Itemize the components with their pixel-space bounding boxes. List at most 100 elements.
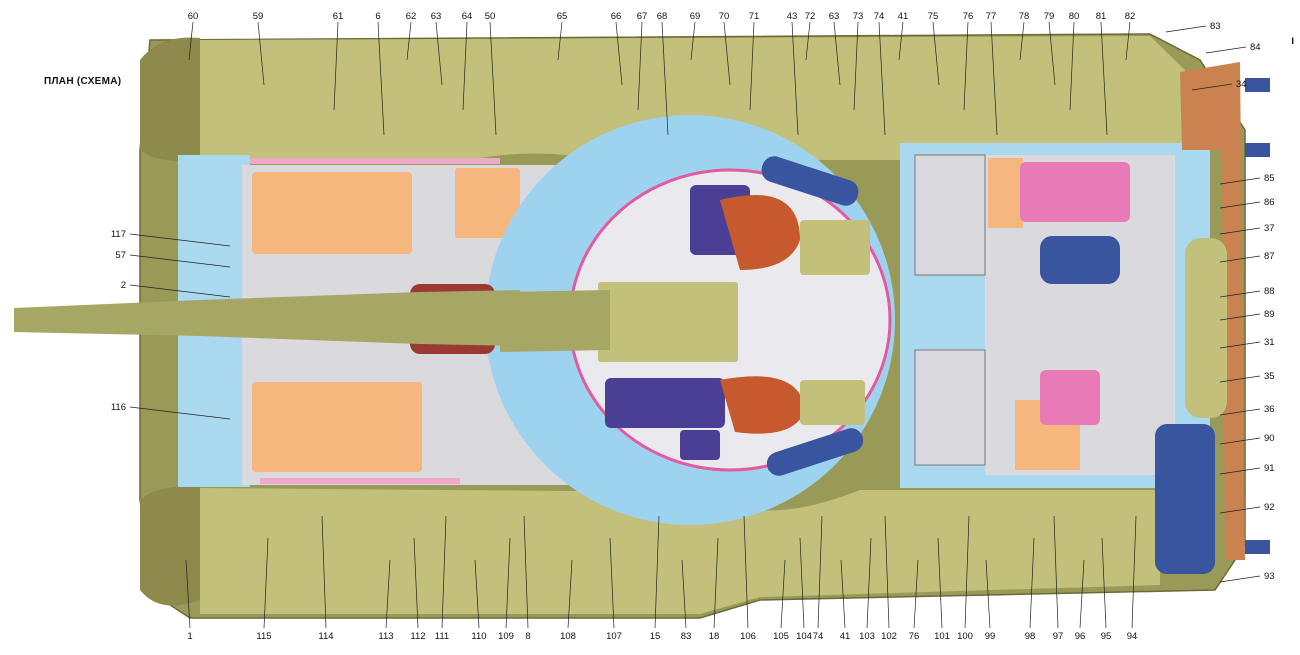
leader-line-top-24 bbox=[1019, 21, 1025, 61]
callout-top-63: 63 bbox=[829, 11, 840, 22]
callout-top-76: 76 bbox=[963, 11, 974, 22]
callout-bottom-74: 74 bbox=[813, 631, 824, 642]
leader-line-bottom-17 bbox=[817, 515, 823, 629]
leader-line-bottom-15 bbox=[780, 559, 786, 629]
callout-bottom-97: 97 bbox=[1053, 631, 1064, 642]
leader-line-top-25 bbox=[1048, 21, 1056, 86]
callout-left-117: 117 bbox=[111, 229, 126, 240]
callout-bottom-18: 18 bbox=[709, 631, 720, 642]
callout-bottom-76: 76 bbox=[909, 631, 920, 642]
callout-bottom-107: 107 bbox=[606, 631, 622, 642]
leader-line-top-0 bbox=[188, 21, 194, 61]
leader-line-right-13 bbox=[1219, 467, 1261, 475]
leader-line-bottom-21 bbox=[913, 559, 919, 629]
callout-bottom-115: 115 bbox=[256, 631, 271, 642]
leader-line-bottom-22 bbox=[937, 537, 943, 629]
leader-line-top-15 bbox=[791, 21, 799, 136]
callout-top-69: 69 bbox=[690, 11, 701, 22]
callout-bottom-100: 100 bbox=[957, 631, 973, 642]
pink-strip-upper bbox=[250, 158, 500, 164]
leader-line-top-11 bbox=[661, 21, 669, 136]
air-filter-block-lower bbox=[914, 349, 986, 466]
leader-line-bottom-18 bbox=[840, 559, 846, 629]
lower-sponson bbox=[200, 488, 1160, 614]
pink-strip-lower bbox=[260, 478, 460, 484]
callout-right-87: 87 bbox=[1264, 251, 1275, 262]
callout-bottom-83: 83 bbox=[681, 631, 692, 642]
leader-line-top-22 bbox=[963, 21, 969, 111]
callout-right-83: 83 bbox=[1210, 21, 1221, 32]
callout-bottom-105: 105 bbox=[773, 631, 789, 642]
callout-top-77: 77 bbox=[986, 11, 997, 22]
leader-line-right-12 bbox=[1219, 437, 1261, 445]
gun-breech-block bbox=[598, 282, 738, 362]
callout-right-92: 92 bbox=[1264, 502, 1275, 513]
callout-right-37: 37 bbox=[1264, 223, 1275, 234]
rear-fuel-drum bbox=[1180, 62, 1245, 560]
leader-line-top-7 bbox=[489, 21, 497, 136]
leader-line-bottom-1 bbox=[263, 537, 269, 629]
callout-top-43: 43 bbox=[787, 11, 798, 22]
callout-top-66: 66 bbox=[611, 11, 622, 22]
callout-right-88: 88 bbox=[1264, 286, 1275, 297]
air-filter-block-upper bbox=[914, 154, 986, 276]
leader-line-bottom-8 bbox=[523, 515, 529, 629]
callout-left-116: 116 bbox=[111, 402, 126, 413]
callout-top-72: 72 bbox=[805, 11, 816, 22]
callout-bottom-96: 96 bbox=[1075, 631, 1086, 642]
leader-line-bottom-14 bbox=[743, 515, 749, 629]
leader-line-left-2 bbox=[129, 284, 231, 298]
callout-bottom-98: 98 bbox=[1025, 631, 1036, 642]
leader-line-top-9 bbox=[615, 21, 623, 86]
callout-bottom-15: 15 bbox=[650, 631, 661, 642]
callout-top-65: 65 bbox=[557, 11, 568, 22]
leader-line-right-9 bbox=[1219, 341, 1261, 349]
callout-bottom-106: 106 bbox=[740, 631, 756, 642]
leader-line-right-6 bbox=[1219, 255, 1261, 263]
leader-line-bottom-26 bbox=[1053, 515, 1059, 629]
leader-line-bottom-28 bbox=[1101, 537, 1107, 629]
leader-line-right-15 bbox=[1219, 575, 1261, 583]
leader-line-top-17 bbox=[833, 21, 841, 86]
callout-top-75: 75 bbox=[928, 11, 939, 22]
callout-top-62: 62 bbox=[406, 11, 417, 22]
callout-bottom-8: 8 bbox=[525, 631, 530, 642]
gun-barrel bbox=[14, 290, 520, 346]
fuel-tank-front-upper bbox=[252, 172, 412, 254]
callout-bottom-95: 95 bbox=[1101, 631, 1112, 642]
callout-right-31: 31 bbox=[1264, 337, 1275, 348]
exhaust-pipe-lower bbox=[1245, 540, 1270, 554]
leader-line-top-2 bbox=[333, 21, 339, 111]
leader-line-bottom-27 bbox=[1079, 559, 1085, 629]
callout-top-50: 50 bbox=[485, 11, 496, 22]
callout-bottom-110: 110 bbox=[471, 631, 486, 642]
callout-bottom-108: 108 bbox=[560, 631, 576, 642]
callout-bottom-113: 113 bbox=[378, 631, 393, 642]
magenta-unit-upper bbox=[1020, 162, 1130, 222]
leader-line-bottom-23 bbox=[964, 515, 970, 629]
leader-line-top-14 bbox=[749, 21, 755, 111]
callout-top-63: 63 bbox=[431, 11, 442, 22]
leader-line-bottom-16 bbox=[799, 537, 805, 629]
callout-bottom-112: 112 bbox=[410, 631, 425, 642]
callout-top-6: 6 bbox=[375, 11, 380, 22]
leader-line-right-4 bbox=[1219, 201, 1261, 209]
leader-line-right-0 bbox=[1165, 25, 1207, 33]
leader-line-top-21 bbox=[932, 21, 940, 86]
leader-line-top-13 bbox=[723, 21, 731, 86]
leader-line-right-3 bbox=[1219, 177, 1261, 185]
leader-line-right-11 bbox=[1219, 408, 1261, 416]
callout-bottom-103: 103 bbox=[859, 631, 875, 642]
callout-bottom-99: 99 bbox=[985, 631, 996, 642]
leader-line-top-10 bbox=[637, 21, 643, 111]
callout-bottom-94: 94 bbox=[1127, 631, 1138, 642]
leader-line-right-8 bbox=[1219, 313, 1261, 321]
loader-unit-lower bbox=[800, 380, 865, 425]
callout-top-67: 67 bbox=[637, 11, 648, 22]
callout-right-34: 34 bbox=[1236, 79, 1247, 90]
gunner-seat bbox=[720, 195, 800, 270]
leader-line-bottom-6 bbox=[474, 559, 480, 629]
leader-line-top-12 bbox=[690, 21, 696, 61]
leader-line-right-10 bbox=[1219, 375, 1261, 383]
